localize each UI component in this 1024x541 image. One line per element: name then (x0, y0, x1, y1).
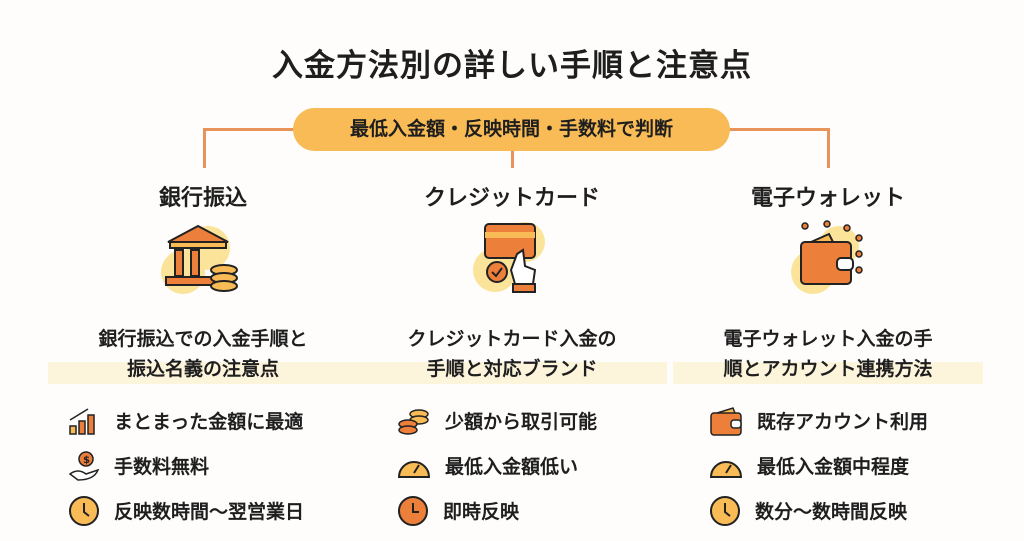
bar-chart-icon (69, 407, 95, 435)
highlight-band (357, 362, 667, 384)
connector (728, 128, 830, 131)
highlight-band (48, 362, 358, 384)
coin-hand-icon: $ (68, 450, 100, 481)
credit-card-icon (473, 222, 545, 293)
list-item: 即時反映 (397, 488, 667, 533)
list-item: 反映数時間〜翌営業日 (68, 488, 358, 533)
bullet-text: 反映数時間〜翌営業日 (114, 501, 305, 523)
column-e-wallet: 電子ウォレット 電子ウォレット入金の手 順とアカウント連携方法 既存アカウント利… (673, 180, 983, 533)
clock-icon (398, 495, 428, 526)
list-item: 少額から取引可能 (397, 398, 667, 443)
bullet-text: 数分〜数時間反映 (755, 501, 908, 523)
list-item: 最低入金額低い (397, 443, 667, 488)
coins-icon (398, 408, 429, 435)
column-heading: 銀行振込 (158, 186, 247, 211)
list-item: まとまった金額に最適 (68, 398, 358, 443)
connector (827, 128, 830, 168)
criteria-pill: 最低入金額・反映時間・手数料で判断 (293, 108, 730, 151)
bullet-text: まとまった金額に最適 (114, 411, 304, 433)
list-item: 既存アカウント利用 (709, 398, 983, 443)
list-item: $ 手数料無料 (68, 443, 358, 488)
subtitle-line2: 振込名義の注意点 (126, 358, 279, 380)
subtitle-line1: クレジットカード入金の (407, 328, 617, 350)
connector (511, 150, 514, 168)
subtitle-line1: 銀行振込での入金手順と (98, 328, 308, 350)
column-heading: クレジットカード (423, 186, 600, 211)
gauge-icon (397, 460, 431, 478)
list-item: 最低入金額中程度 (709, 443, 983, 488)
subtitle-line2: 順とアカウント連携方法 (723, 358, 933, 380)
column-credit-card: クレジットカード クレジットカード入金の 手順と対応ブランド 少額から取引可能 … (357, 180, 667, 533)
column-heading: 電子ウォレット (750, 186, 905, 211)
bullet-text: 最低入金額低い (445, 456, 579, 478)
bullet-text: 即時反映 (443, 501, 520, 523)
bullet-text: 最低入金額中程度 (757, 456, 910, 478)
bank-icon (161, 224, 238, 294)
connector (203, 128, 295, 131)
subtitle-line1: 電子ウォレット入金の手 (723, 328, 933, 350)
bullet-text: 既存アカウント利用 (757, 411, 929, 433)
bullet-text: 少額から取引可能 (445, 411, 598, 433)
svg-text:$: $ (83, 455, 90, 466)
column-bank-transfer: 銀行振込 銀行振込での入金手順と 振込名義の注意点 まとまった金額に最適 $ 手数… (48, 180, 358, 533)
list-item: 数分〜数時間反映 (709, 488, 983, 533)
subtitle-line2: 手順と対応ブランド (426, 358, 598, 380)
gauge-icon (709, 460, 743, 478)
wallet-icon (791, 220, 863, 294)
highlight-band (673, 362, 983, 384)
clock-icon (710, 495, 740, 526)
wallet-icon (710, 406, 742, 436)
bullet-text: 手数料無料 (114, 456, 210, 478)
page-title: 入金方法別の詳しい手順と注意点 (272, 48, 752, 84)
connector (203, 128, 206, 168)
clock-icon (69, 495, 99, 526)
